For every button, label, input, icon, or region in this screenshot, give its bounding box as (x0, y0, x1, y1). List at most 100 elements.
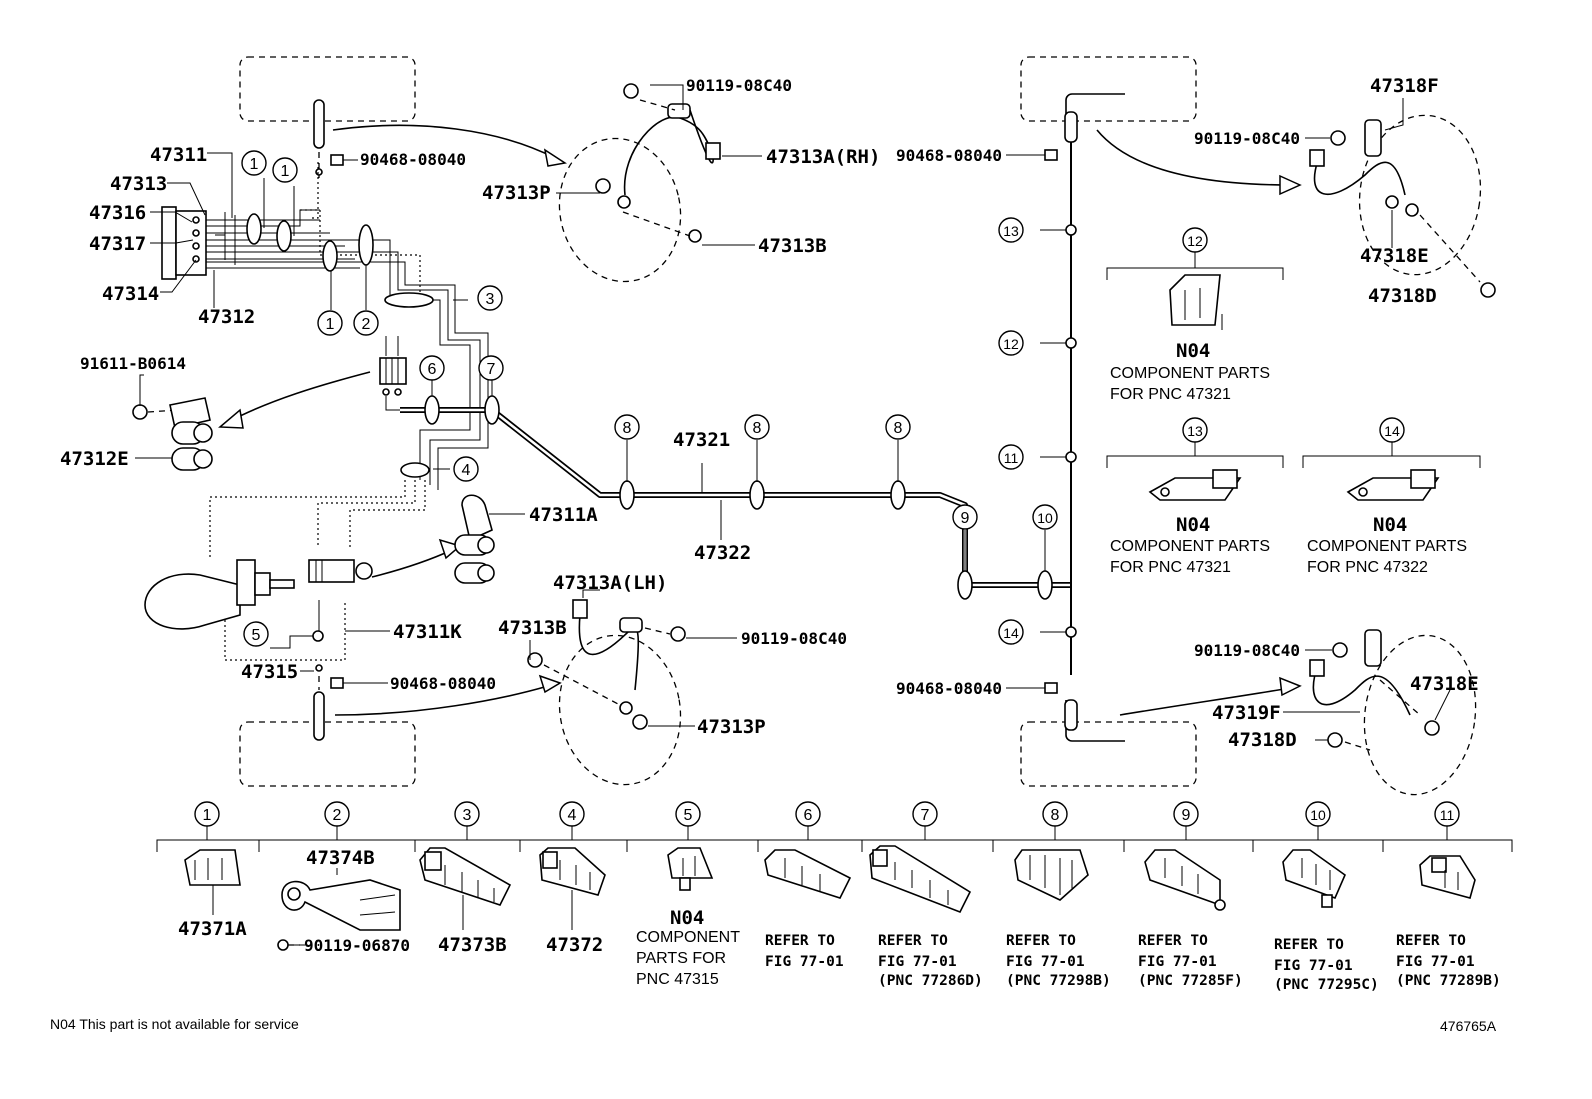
label-90119-08C40-b: 90119-08C40 (741, 629, 847, 648)
clamp-10 (1037, 570, 1053, 600)
rear-left-hose-stub (313, 664, 344, 741)
callout-bottom-11: 11 (1440, 807, 1455, 823)
detail-front-left (558, 137, 682, 283)
hose-47313A-LH (527, 599, 686, 730)
cp-13-line2: FOR PNC 47321 (1110, 559, 1231, 576)
label-90468-08040-br: 90468-08040 (896, 679, 1002, 698)
arrow-to-rear-right-detail (1119, 687, 1291, 716)
callout-bottom-4: 4 (568, 807, 577, 824)
clamp-7 (484, 395, 500, 425)
footer-note: N04 This part is not available for servi… (50, 1016, 299, 1032)
clamp-9 (957, 570, 973, 600)
clip-9 (1144, 849, 1226, 911)
refer-10-l2: FIG 77-01 (1274, 958, 1353, 974)
rear-left-wheel-outline (239, 721, 416, 787)
tube-bundle-front (206, 160, 489, 490)
clip-10 (1282, 849, 1346, 908)
junction-block (379, 336, 480, 411)
group-bracket-14 (1302, 442, 1481, 468)
label-47322: 47322 (694, 542, 751, 564)
component-notes: N04 COMPONENT PARTS FOR PNC 47321 N04 CO… (1110, 340, 1467, 576)
label-47311K: 47311K (393, 621, 462, 643)
refer-11-l3: (PNC 77289B) (1396, 973, 1501, 989)
callout-1a: 1 (250, 156, 259, 173)
label-47313P-b: 47313P (697, 716, 766, 738)
bracket-14 (1346, 469, 1440, 501)
rear-junction-block (308, 559, 373, 583)
callout-14-group: 14 (1384, 423, 1400, 439)
label-47319F: 47319F (1212, 702, 1281, 724)
label-90119-08C40-tr: 90119-08C40 (1194, 129, 1300, 148)
clip-11 (1419, 855, 1476, 899)
label-47371A: 47371A (178, 918, 247, 940)
callout-bottom-1: 1 (203, 807, 212, 824)
callout-11: 11 (1004, 450, 1019, 466)
group-bracket-12 (1106, 252, 1284, 280)
refer-10-l1: REFER TO (1274, 937, 1344, 953)
detail-rear-right (1363, 634, 1477, 796)
label-47318D-t: 47318D (1368, 285, 1437, 307)
group-bracket-13 (1106, 442, 1284, 468)
comp5-line1: COMPONENT (636, 929, 740, 946)
arrow-to-47311A (371, 549, 453, 578)
label-47314: 47314 (102, 283, 159, 305)
callout-9: 9 (961, 510, 970, 527)
refer-7-l2: FIG 77-01 (878, 954, 957, 970)
callout-13-group: 13 (1187, 423, 1203, 439)
label-47311A: 47311A (529, 504, 598, 526)
bottom-n04: N04 (670, 907, 704, 929)
label-47318E-b: 47318E (1410, 673, 1479, 695)
clip-5-N04 (667, 847, 714, 891)
clamp-2 (358, 224, 374, 266)
callout-bottom-3: 3 (463, 807, 472, 824)
n04-13: N04 (1176, 514, 1210, 536)
refer-7-l1: REFER TO (878, 933, 948, 949)
clip-47371A (184, 849, 241, 915)
callout-bottom-7: 7 (921, 807, 930, 824)
comp5-line3: PNC 47315 (636, 971, 719, 988)
callout-bottom-5: 5 (684, 807, 693, 824)
clamp-5 (312, 630, 324, 642)
callout-bottom-10: 10 (1310, 807, 1326, 823)
callout-numbers: 1 1 1 2 3 6 7 4 5 8 8 8 9 10 13 12 11 14… (203, 156, 1455, 824)
label-90468-08040-bl: 90468-08040 (390, 674, 496, 693)
label-90119-08C40-br: 90119-08C40 (1194, 641, 1300, 660)
label-47318E-t: 47318E (1360, 245, 1429, 267)
detail-rear-left (558, 634, 682, 786)
clamp-47312E (132, 397, 213, 471)
label-47311: 47311 (150, 144, 207, 166)
callout-14: 14 (1003, 625, 1019, 641)
callout-bottom-8: 8 (1051, 807, 1060, 824)
clip-7 (869, 845, 972, 914)
clamp-6 (424, 395, 440, 425)
clip-12 (1169, 274, 1221, 326)
clip-8 (1014, 849, 1089, 901)
refer-6-l1: REFER TO (765, 933, 835, 949)
callout-13: 13 (1003, 223, 1019, 239)
cp-14-line1: COMPONENT PARTS (1307, 538, 1467, 555)
refer-9-l3: (PNC 77285F) (1138, 973, 1243, 989)
callout-8a: 8 (623, 420, 632, 437)
refer-7-l3: (PNC 77286D) (878, 973, 983, 989)
clamp-4 (400, 462, 430, 478)
label-90119-06870: 90119-06870 (304, 936, 410, 955)
bracket-13 (1148, 469, 1242, 501)
callout-4: 4 (462, 462, 471, 479)
label-47313B-t: 47313B (758, 235, 827, 257)
n04-12: N04 (1176, 340, 1210, 362)
callout-circles (194, 150, 1460, 827)
leader-lines (135, 84, 1451, 946)
callout-7: 7 (487, 361, 496, 378)
front-left-wheel-outline (239, 56, 416, 122)
refer-8-l2: FIG 77-01 (1006, 954, 1085, 970)
clamp-47311A (454, 494, 495, 584)
bottom-row-labels: 47371A 47374B 90119-06870 47373B 47372 N… (178, 847, 1501, 993)
detail-front-right (1358, 114, 1482, 276)
label-47317: 47317 (89, 233, 146, 255)
callout-8b: 8 (753, 420, 762, 437)
n04-14: N04 (1373, 514, 1407, 536)
label-90119-08C40-t: 90119-08C40 (686, 76, 792, 95)
callout-10: 10 (1037, 510, 1053, 526)
callout-12: 12 (1003, 336, 1019, 352)
